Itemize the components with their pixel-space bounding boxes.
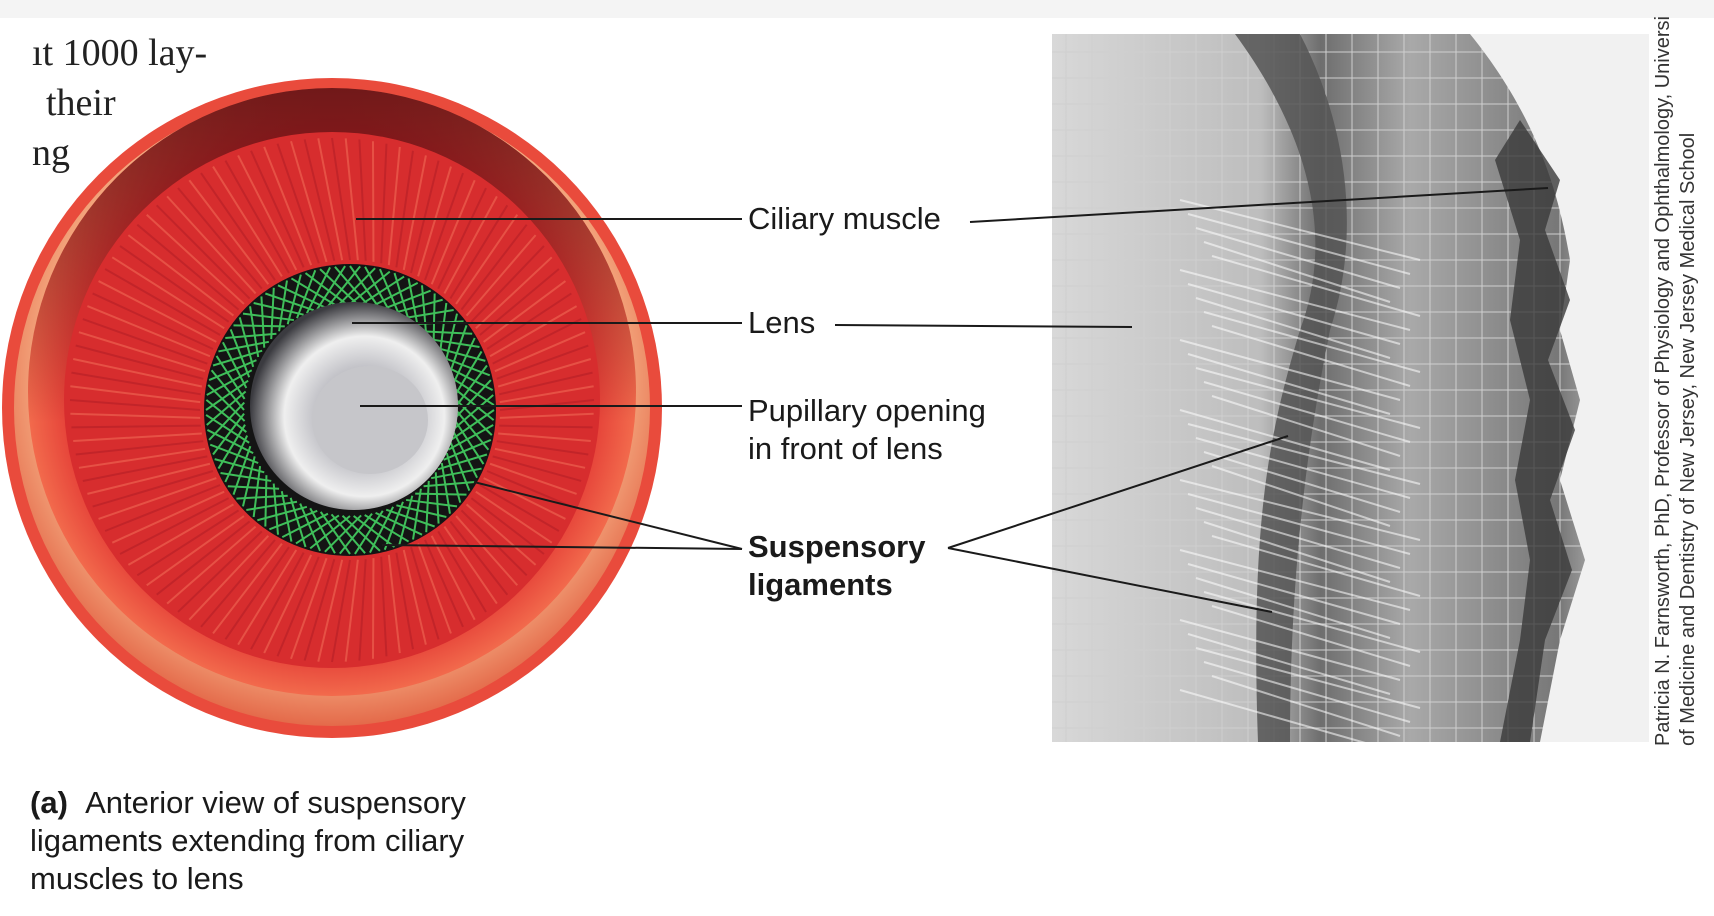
label-suspensory-1: Suspensory xyxy=(748,528,925,566)
label-pupillary-opening-2: in front of lens xyxy=(748,430,943,468)
eye-illustration xyxy=(2,78,662,738)
micrograph xyxy=(1052,34,1649,750)
lens-highlight xyxy=(312,366,428,474)
caption-line-2: ligaments extending from ciliary xyxy=(30,822,550,860)
photo-credit: Patricia N. Farnsworth, PhD, Professor o… xyxy=(1651,16,1701,746)
caption-tag: (a) xyxy=(30,785,68,820)
caption-line-3: muscles to lens xyxy=(30,860,550,898)
label-pupillary-opening-1: Pupillary opening xyxy=(748,392,986,430)
label-suspensory-2: ligaments xyxy=(748,566,893,604)
label-lens: Lens xyxy=(748,304,815,342)
photo-credit-line-1: Patricia N. Farnsworth, PhD, Professor o… xyxy=(1651,16,1676,746)
caption-line-1: Anterior view of suspensory xyxy=(85,785,466,820)
photo-credit-line-2: of Medicine and Dentistry of New Jersey,… xyxy=(1676,16,1701,746)
label-ciliary-muscle: Ciliary muscle xyxy=(748,200,941,238)
figure-caption: (a) Anterior view of suspensory ligament… xyxy=(30,784,550,898)
